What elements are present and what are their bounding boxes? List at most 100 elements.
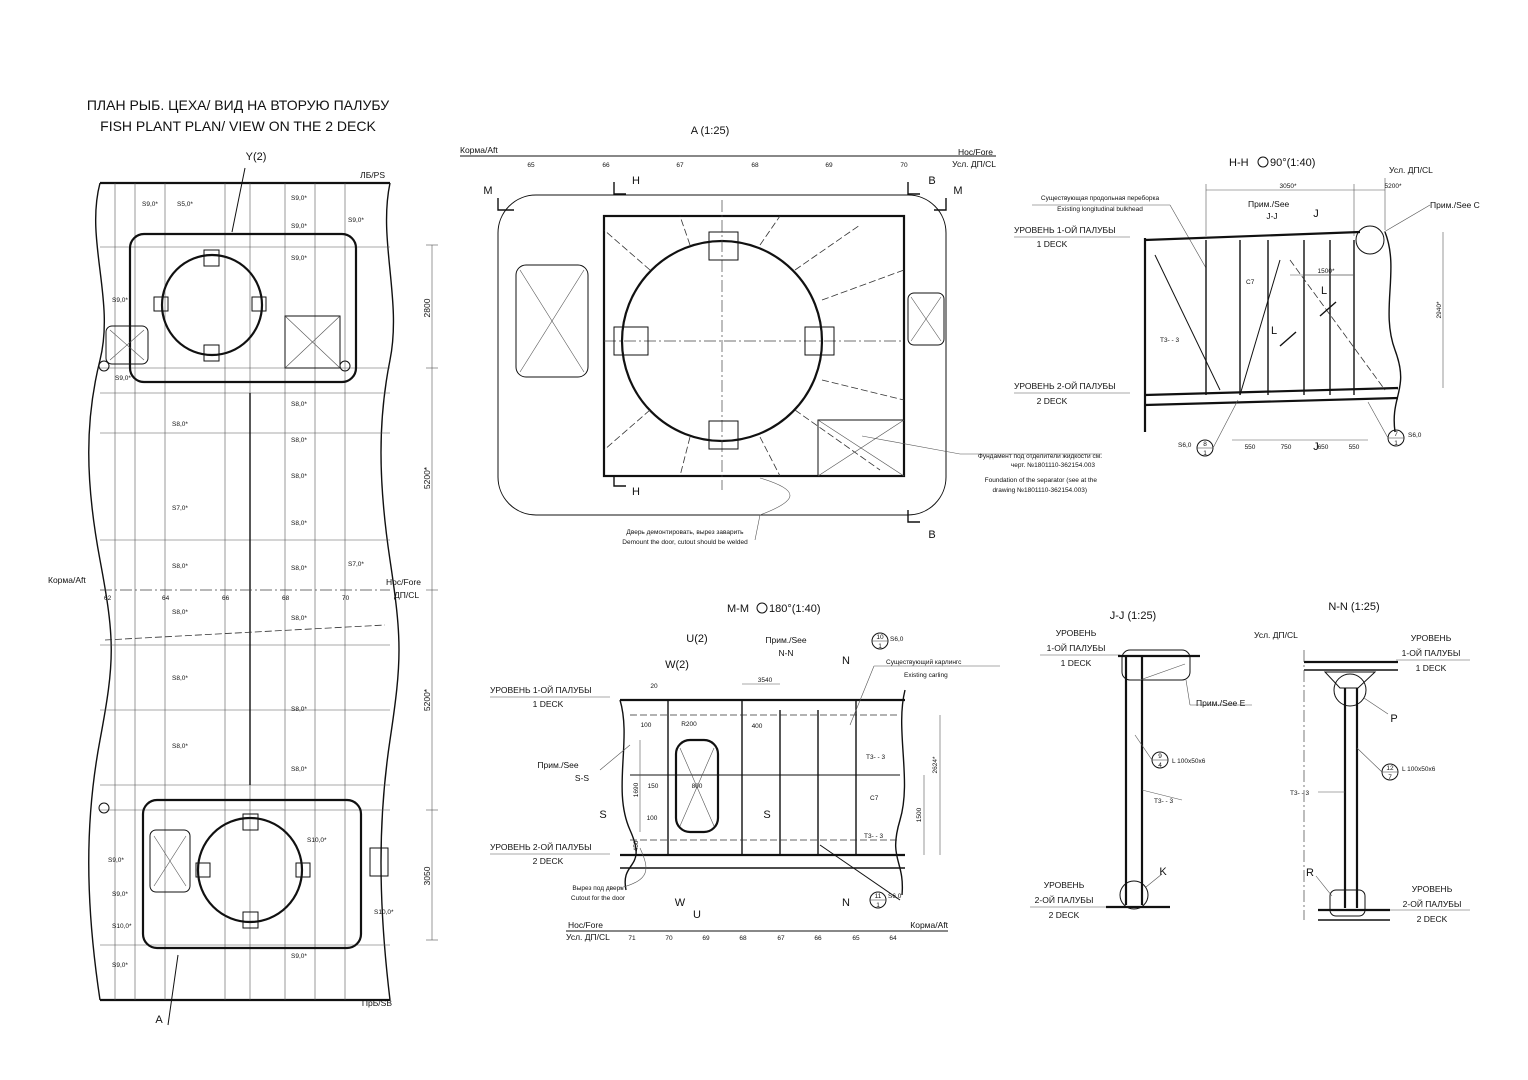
mm-break-right [895,689,906,896]
jj-detail-e-box [1121,649,1191,681]
view-mm: M-M 180°(1:40) U(2) W(2) Прим./See N-N N… [490,602,1000,942]
mm-frame-66: 66 [814,935,822,942]
jj-bub-a: 9 [1158,753,1162,760]
jj-k: K [1159,866,1167,878]
view-a-left-cutout [515,264,589,378]
note-foundation-ru: Фундамент под отделители жидкости см. [978,453,1102,460]
mm-frame-70: 70 [665,935,673,942]
nn-p: P [1390,713,1397,725]
hh-j-bottom: J [1313,441,1319,453]
weld-label: S9,0* [142,201,158,208]
hh-dim-550a: 550 [1245,444,1256,451]
plan-lower-hatch [98,798,389,950]
mm-see-ss: Прим./See [537,760,579,770]
plan-frame-68: 68 [282,595,290,602]
jj-deck2-ru2: 2-ОЙ ПАЛУБЫ [1035,894,1094,905]
weld-label: S9,0* [112,891,128,898]
mm-stiffeners [630,700,901,901]
mm-deck1-en: 1 DECK [533,699,564,709]
mm-bub-top-a: 10 [876,634,884,641]
hh-deck2-plate [1144,386,1399,397]
mm-dim-100b: 100 [647,815,658,822]
plan-dim-1: 2800 [422,298,432,317]
hh-deck1-plate [1144,230,1361,242]
hh-dim-650: 650 [1318,444,1329,451]
cut-b-top: B [928,175,935,187]
hh-l-left: L [1271,325,1277,337]
view-a-coaming [497,194,947,516]
view-a-frame-70: 70 [900,162,908,169]
mm-bub-bot-b: 1 [876,902,880,909]
view-a-cl: Усл. ДП/CL [952,159,996,169]
hh-bub-left-bottom: 1 [1203,450,1207,457]
mm-w2: W(2) [665,659,689,671]
view-a-right-box [907,292,945,346]
mm-dim-3540: 3540 [758,677,773,684]
callout-a-label: A [155,1014,163,1026]
view-a-aft: Корма/Aft [460,145,498,155]
hh-deck2-en: 2 DECK [1037,396,1068,406]
nn-bub-a: 12 [1386,765,1394,772]
weld-label: S9,0* [108,857,124,864]
mm-frame-65: 65 [852,935,860,942]
mm-u: U [693,909,701,921]
view-hh-cl: Усл. ДП/CL [1389,165,1433,175]
jj-detail-k-circle [1119,880,1149,910]
mm-dim-400: 400 [752,723,763,730]
view-a-frame-67: 67 [676,162,684,169]
mm-n-bottom: N [842,897,850,909]
mm-dim-r200: R200 [681,721,697,728]
weld-label: S9,0* [291,195,307,202]
mm-carling-ru: Существующий карлингс [886,658,962,666]
mm-dim-1690: 1690 [633,782,640,797]
mm-frame-69: 69 [702,935,710,942]
view-a-frame-65: 65 [527,162,535,169]
rotate-icon [1257,156,1269,168]
mm-cutout-ru: Вырез под дверь [572,885,624,892]
nn-deck2-ru1: УРОВЕНЬ [1412,884,1453,894]
jj-t3: T3- - 3 [1154,798,1174,805]
hh-dim-2940: 2940* [1436,301,1443,318]
mm-s-right: S [763,809,770,821]
plan-frame-70: 70 [342,595,350,602]
view-hh-title: H-H [1229,157,1249,169]
mm-dim-150: 150 [648,783,659,790]
plan-outline-left [88,182,112,1001]
cut-b-bottom: B [928,529,935,541]
plan-dim-line [426,244,438,941]
hh-right-break [1384,231,1402,433]
note-door-en: Demount the door, cutout should be welde… [622,539,748,546]
mm-frame-71: 71 [628,935,636,942]
callout-a-leader [167,954,179,1026]
mm-fore: Нос/Fore [568,920,603,930]
mm-s6-bottom: S6,0 [888,893,902,900]
nn-deck2-en: 2 DECK [1417,914,1448,924]
fish-plant-plan: ПЛАН РЫБ. ЦЕХА/ ВИД НА ВТОРУЮ ПАЛУБУ FIS… [48,97,438,1026]
hh-detail-c-circle [1355,225,1385,255]
view-a-radial-ribs [603,215,905,477]
plan-title-en: FISH PLANT PLAN/ VIEW ON THE 2 DECK [100,118,376,134]
mm-cutout-en: Cutout for the door [571,895,626,902]
weld-label: S7,0* [172,505,188,512]
mm-door-cutout [674,738,720,834]
weld-label: S9,0* [112,962,128,969]
mm-w: W [675,897,686,909]
jj-deck1-ru1: УРОВЕНЬ [1056,628,1097,638]
cut-m-left: M [483,185,492,197]
plan-grid [100,183,390,1000]
hh-l-right: L [1321,285,1327,297]
hh-j-top: J [1313,208,1319,220]
mm-break-left [619,699,637,891]
mm-n-top: N [842,655,850,667]
view-a-lug-bottom [708,420,739,450]
mm-s-left: S [599,809,606,821]
plan-title-ru: ПЛАН РЫБ. ЦЕХА/ ВИД НА ВТОРУЮ ПАЛУБУ [87,97,389,113]
hh-s6-right: S6,0 [1408,432,1422,439]
mm-dim-1500: 1500 [916,807,923,822]
nn-r: R [1306,867,1314,879]
view-a-frame-69: 69 [825,162,833,169]
mm-s6-top: S6,0 [890,636,904,643]
view-mm-title: M-M [727,603,749,615]
hh-deck1-en: 1 DECK [1037,239,1068,249]
view-a-main-frame [602,214,906,478]
